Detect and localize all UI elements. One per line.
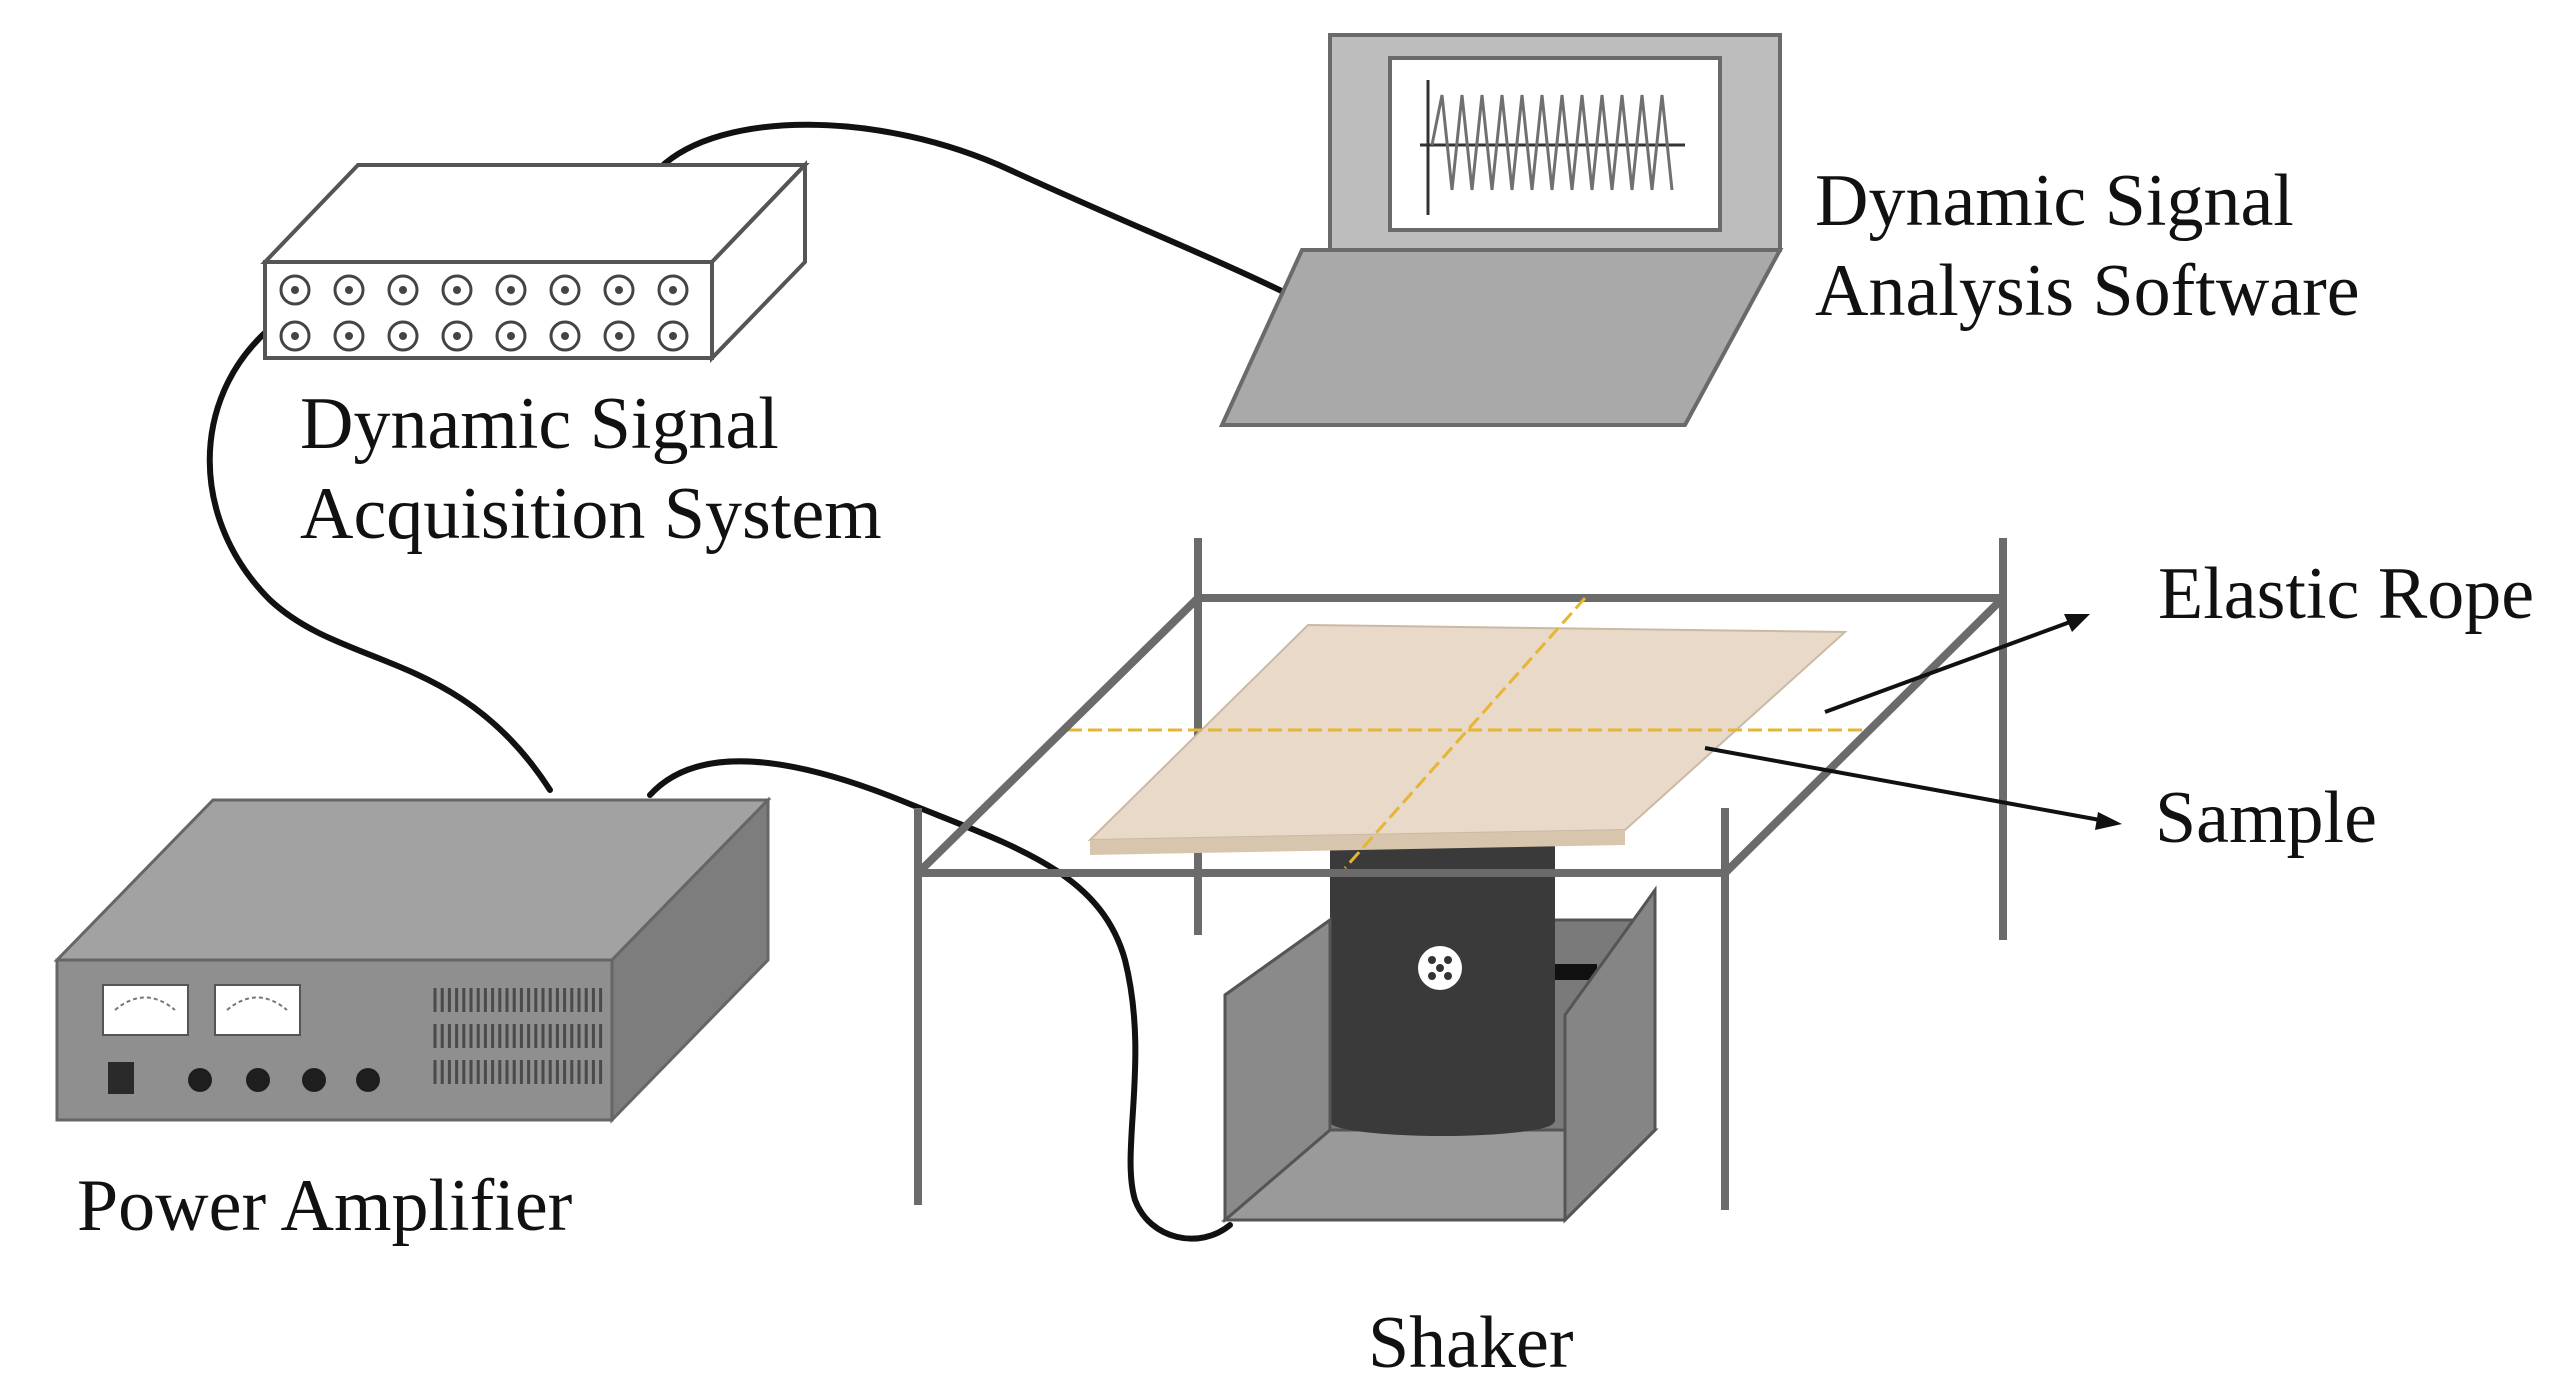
frame-rail-left [915,595,1201,876]
sample-center-line-vertical [1343,597,1587,869]
sample-plate [1068,597,1868,869]
elastic-rope-arrow-line [1824,620,2071,714]
connector-grid [279,274,689,352]
bnc-connector-pin [345,332,353,340]
laptop-icon [1218,33,1784,427]
laptop-base [1218,248,1784,427]
shaker-housing-left-wall [1223,917,1332,1224]
shaker-badge-dot-3 [1428,972,1436,980]
label-analysis-software-line1: Dynamic Signal [1815,160,2294,242]
cables [206,121,1303,1242]
bnc-connector-pin [561,286,569,294]
support-frame-front [914,595,1729,1210]
bnc-connector-pin [669,286,677,294]
sample-front-edge [1090,830,1625,855]
bnc-connector-pin [561,332,569,340]
bnc-connector-pin [291,286,299,294]
acquisition-box-icon [260,160,810,363]
support-frame-back [1194,538,2007,940]
shaker-body-bottom [1330,1108,1554,1136]
meter-left-scale [114,996,176,1011]
label-power-amplifier: Power Amplifier [77,1165,572,1247]
frame-rail-right [1722,595,2006,876]
bnc-connector-pin [453,286,461,294]
acquisition-box-front [263,260,714,360]
sample-top-face [1087,623,1848,842]
bnc-connector-pin [507,332,515,340]
shaker-trunnion-right [1555,964,1597,980]
shaker-badge-dot-1 [1428,956,1436,964]
label-analysis-software-line2: Analysis Software [1815,250,2360,332]
label-elastic-rope: Elastic Rope [2158,553,2534,635]
bnc-connector-pin [615,332,623,340]
shaker-icon [1220,842,1659,1224]
knob-3 [302,1068,326,1092]
bnc-connector-pin [453,332,461,340]
pointer-arrows [1704,614,2122,830]
sample-arrow-line [1704,746,2101,822]
shaker-badge-dot-5 [1436,964,1444,972]
screen-waveform [1430,94,1674,191]
power-amplifier-icon [53,796,772,1124]
shaker-housing-right-wall [1563,885,1657,1224]
label-shaker: Shaker [1368,1302,1574,1384]
cable-acquisition-to-laptop [657,121,1303,303]
meter-right-scale [226,996,288,1011]
elastic-rope-arrowhead [2064,614,2090,632]
shaker-badge-dot-2 [1444,956,1452,964]
amplifier-vents [433,988,603,1084]
bnc-connector-pin [399,332,407,340]
knob-1 [188,1068,212,1092]
knob-2 [246,1068,270,1092]
bnc-connector-pin [669,332,677,340]
cable-acquisition-to-amplifier [206,327,553,793]
label-acquisition-line1: Dynamic Signal [300,383,779,465]
bnc-connector-pin [507,286,515,294]
label-acquisition-line2: Acquisition System [300,473,882,555]
label-sample: Sample [2155,777,2377,859]
cable-amplifier-to-shaker [647,758,1233,1242]
bnc-connector-pin [291,332,299,340]
bnc-connector-pin [345,286,353,294]
shaker-badge-dot-4 [1444,972,1452,980]
labels: Dynamic Signal Analysis Software Dynamic… [77,160,2534,1384]
power-switch-icon [108,1062,134,1094]
bnc-connector-pin [615,286,623,294]
sample-arrowhead [2095,812,2122,830]
knob-4 [356,1068,380,1092]
bnc-connector-pin [399,286,407,294]
